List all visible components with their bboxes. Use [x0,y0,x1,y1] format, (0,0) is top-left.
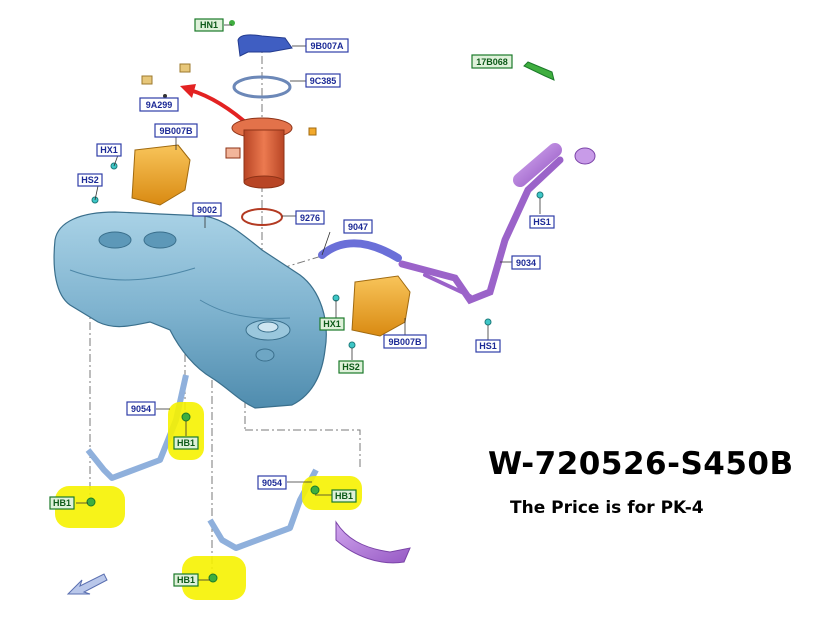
hb1-highlights [55,402,362,600]
tether-17b068 [523,61,555,81]
svg-text:HS2: HS2 [342,362,360,372]
label-hb1-c: HB1 [49,496,75,510]
label-hb1-b: HB1 [331,489,357,503]
label-hb1-d: HB1 [173,573,199,587]
svg-text:HX1: HX1 [323,319,341,329]
svg-text:HB1: HB1 [177,438,195,448]
label-hb1-a: HB1 [173,436,199,450]
svg-text:HB1: HB1 [335,491,353,501]
label-9047: 9047 [343,219,373,234]
bracket-9b007b-top [131,144,191,206]
svg-text:9047: 9047 [348,222,368,232]
fastener-hs2-mid [348,341,356,349]
svg-text:HB1: HB1 [53,498,71,508]
label-9002: 9002 [192,202,222,217]
seal-9276 [241,208,283,226]
hose-9047 [318,239,402,262]
svg-text:HS1: HS1 [479,341,497,351]
svg-text:9054: 9054 [131,404,151,414]
label-9c385: 9C385 [305,73,341,88]
svg-text:9A299: 9A299 [146,100,173,110]
hb1-bolts [86,412,320,583]
price-note: The Price is for PK-4 [510,498,704,518]
label-17b068: 17B068 [471,54,513,69]
svg-text:9276: 9276 [300,213,320,223]
label-9054-right: 9054 [257,475,287,490]
callout-lines [76,24,541,581]
svg-text:9034: 9034 [516,258,536,268]
svg-text:HX1: HX1 [100,145,118,155]
label-9034: 9034 [511,255,541,270]
svg-text:9B007B: 9B007B [159,126,193,136]
lock-ring-9c385 [232,75,292,99]
label-9054-left: 9054 [126,401,156,416]
bracket-9b007a [237,34,293,57]
fuel-pump-module [225,117,317,189]
svg-text:17B068: 17B068 [476,57,508,67]
label-hs2-top: HS2 [77,173,103,187]
sensor-9a299 [141,63,191,98]
label-9b007b-top: 9B007B [154,123,198,138]
red-arrow-head [180,84,196,98]
label-hx1-mid: HX1 [319,317,345,331]
svg-text:HB1: HB1 [177,575,195,585]
hn1-clip [229,20,235,26]
label-hs1-top: HS1 [529,215,555,229]
svg-text:9B007B: 9B007B [388,337,422,347]
label-9276: 9276 [295,210,325,225]
svg-text:HN1: HN1 [200,20,218,30]
fastener-hs1-mid [484,318,492,326]
label-hn1: HN1 [194,18,224,32]
svg-text:HS1: HS1 [533,217,551,227]
svg-text:9002: 9002 [197,205,217,215]
fastener-hs1-top [536,191,544,199]
fuel-tank [53,211,327,409]
part-number: W-720526-S450B [488,446,794,482]
label-9a299: 9A299 [139,97,179,112]
svg-text:9054: 9054 [262,478,282,488]
svg-text:HS2: HS2 [81,175,99,185]
heat-shield [335,520,411,564]
label-hs1-mid: HS1 [475,339,501,353]
label-9b007b-mid: 9B007B [383,334,427,349]
bracket-9b007b-mid [351,275,411,337]
filler-pipe-9034 [398,143,596,305]
svg-text:9B007A: 9B007A [310,41,344,51]
label-9b007a: 9B007A [305,38,349,53]
svg-text:9C385: 9C385 [310,76,337,86]
label-hx1-top: HX1 [96,143,122,157]
nav-arrow-icon[interactable] [66,573,108,595]
label-hs2-mid: HS2 [338,360,364,374]
